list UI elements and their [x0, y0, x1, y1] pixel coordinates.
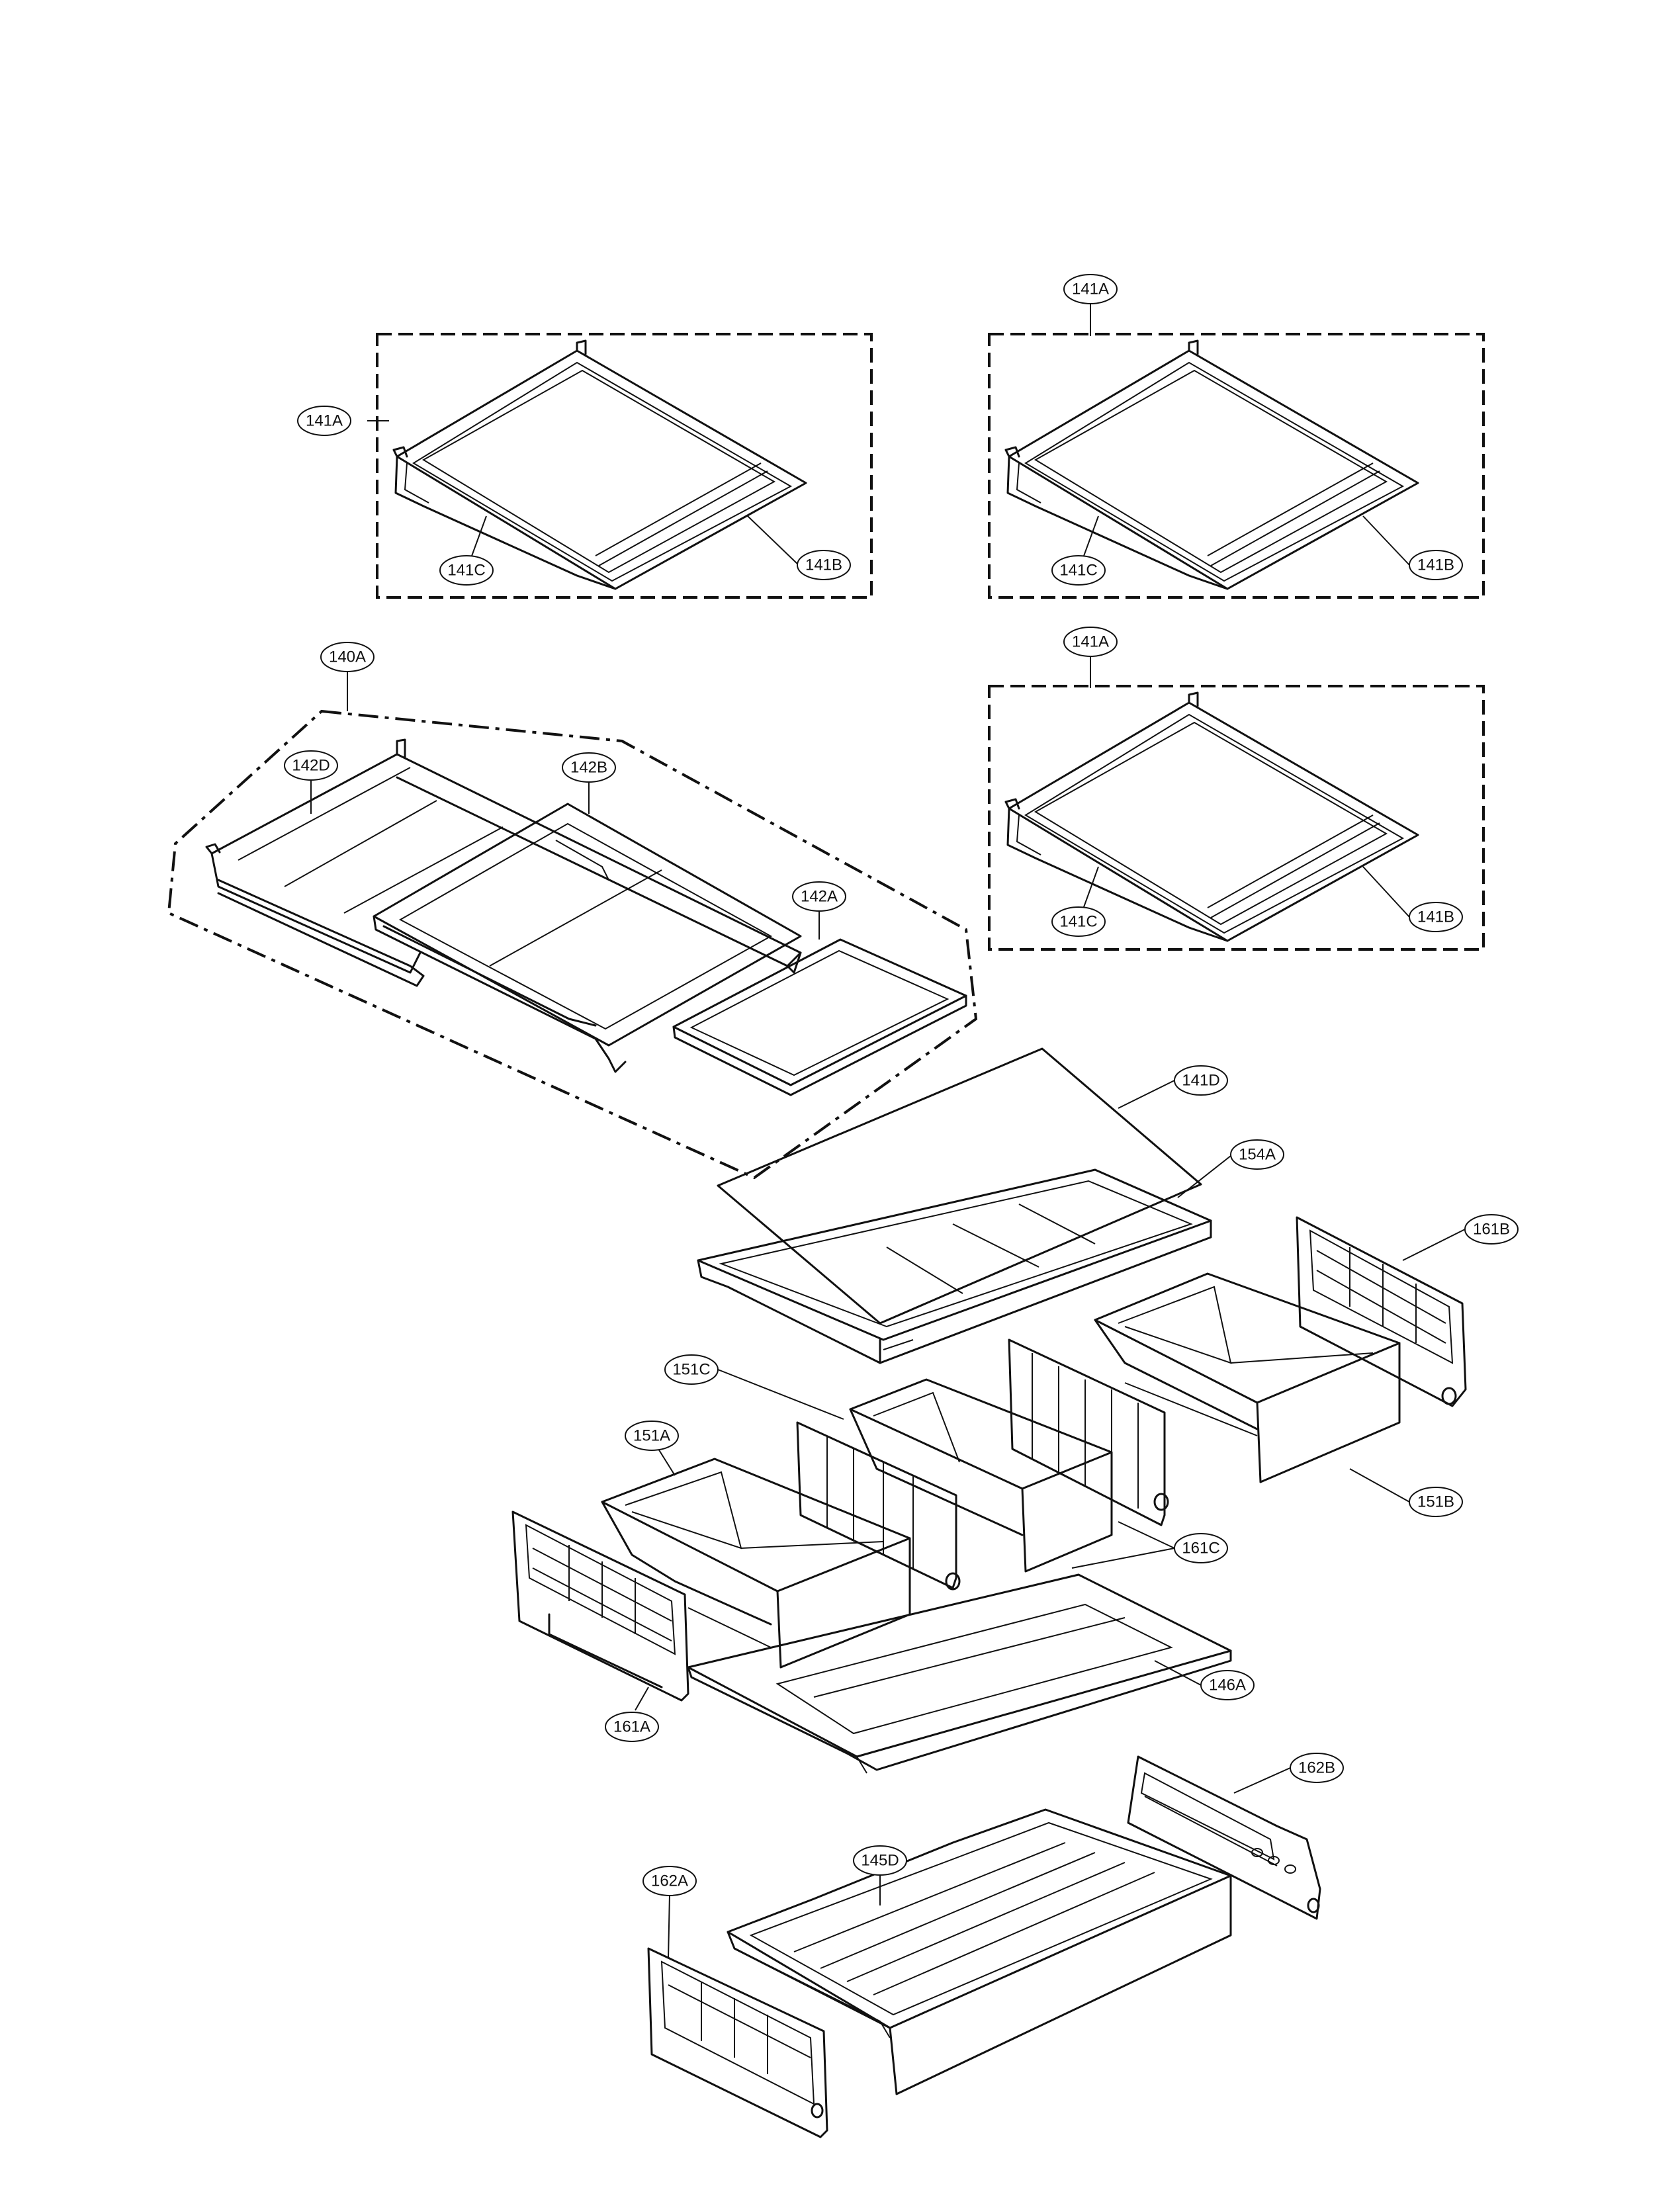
crisper-drawer-151C	[849, 1378, 1113, 1573]
crisper-drawer-151B	[1094, 1272, 1401, 1483]
callout-151C: 151C	[664, 1354, 719, 1385]
bracket-162B	[1127, 1755, 1321, 1920]
callout-142D: 142D	[284, 750, 338, 781]
callout-label: 151A	[633, 1427, 670, 1445]
callout-141C-2: 141C	[1051, 555, 1106, 586]
callout-label: 141B	[1417, 908, 1454, 926]
callout-141A-2: 141A	[1063, 274, 1118, 304]
callout-label: 142A	[801, 888, 838, 906]
drawer-cover-146A	[687, 1573, 1232, 1774]
callout-141C-1: 141C	[439, 555, 494, 586]
sliding-frame-142B	[373, 803, 802, 1073]
callout-142B: 142B	[562, 752, 616, 783]
callout-142A: 142A	[792, 881, 846, 912]
callout-label: 154A	[1239, 1146, 1276, 1164]
callout-161A: 161A	[605, 1712, 659, 1742]
sliding-shelf-assembly-140A	[167, 709, 978, 1180]
callout-161C: 161C	[1174, 1533, 1228, 1563]
callout-label: 161C	[1182, 1540, 1219, 1557]
callout-162B: 162B	[1290, 1753, 1344, 1783]
callout-161B: 161B	[1464, 1214, 1519, 1245]
glass-shelf-141D	[717, 1047, 1202, 1325]
callout-label: 162B	[1298, 1759, 1335, 1777]
shelf-assembly-group-3	[988, 685, 1485, 951]
callout-140A: 140A	[320, 642, 375, 672]
callout-162A: 162A	[642, 1866, 697, 1896]
callout-label: 141C	[1059, 913, 1097, 931]
callout-label: 141A	[1072, 281, 1109, 298]
callout-label: 145D	[861, 1852, 899, 1870]
shelf-frame-141A-3	[1004, 691, 1419, 942]
callout-141A-3: 141A	[1063, 627, 1118, 657]
callout-151A: 151A	[625, 1421, 679, 1451]
shelf-frame-141A-1	[392, 339, 807, 590]
callout-141A-1: 141A	[297, 406, 351, 436]
callout-label: 151C	[672, 1361, 710, 1379]
glass-shelf-142A	[672, 938, 967, 1096]
callout-label: 151B	[1417, 1493, 1454, 1511]
callout-141C-3: 141C	[1051, 906, 1106, 937]
shelf-assembly-group-1	[376, 333, 873, 599]
side-cover-161B	[1296, 1216, 1467, 1407]
callout-label: 146A	[1209, 1677, 1246, 1694]
callout-label: 141D	[1182, 1072, 1219, 1090]
callout-label: 140A	[329, 648, 366, 666]
drawer-divider-left	[796, 1421, 961, 1591]
shelf-frame-141A-2	[1004, 339, 1419, 590]
drawer-divider-right	[1008, 1338, 1169, 1526]
callout-label: 141C	[1059, 562, 1097, 580]
callout-141D: 141D	[1174, 1065, 1228, 1096]
callout-label: 141A	[1072, 633, 1109, 651]
crisper-drawer-151A	[601, 1458, 911, 1669]
callout-154A: 154A	[1230, 1139, 1284, 1170]
shelf-assembly-group-2	[988, 333, 1485, 599]
callout-label: 141A	[306, 412, 343, 430]
callout-label: 142B	[570, 759, 607, 777]
callout-151B: 151B	[1409, 1487, 1463, 1517]
leader-lines	[310, 302, 1466, 1959]
callout-145D: 145D	[853, 1845, 907, 1876]
callout-141B-2: 141B	[1409, 550, 1463, 580]
callout-label: 141C	[447, 562, 485, 580]
shelf-frame-154A	[697, 1168, 1212, 1364]
rail-frame-142D	[205, 738, 802, 987]
callout-label: 162A	[651, 1872, 688, 1890]
callout-141B-3: 141B	[1409, 902, 1463, 932]
bracket-162A	[647, 1947, 828, 2138]
freezer-bin-145D	[727, 1808, 1232, 2095]
side-cover-161A	[511, 1510, 689, 1702]
callout-label: 161A	[613, 1718, 650, 1736]
callout-label: 141B	[805, 556, 842, 574]
callout-146A: 146A	[1200, 1670, 1255, 1700]
callout-141B-1: 141B	[797, 550, 851, 580]
callout-label: 141B	[1417, 556, 1454, 574]
callout-label: 142D	[292, 757, 330, 775]
callout-label: 161B	[1473, 1221, 1510, 1239]
